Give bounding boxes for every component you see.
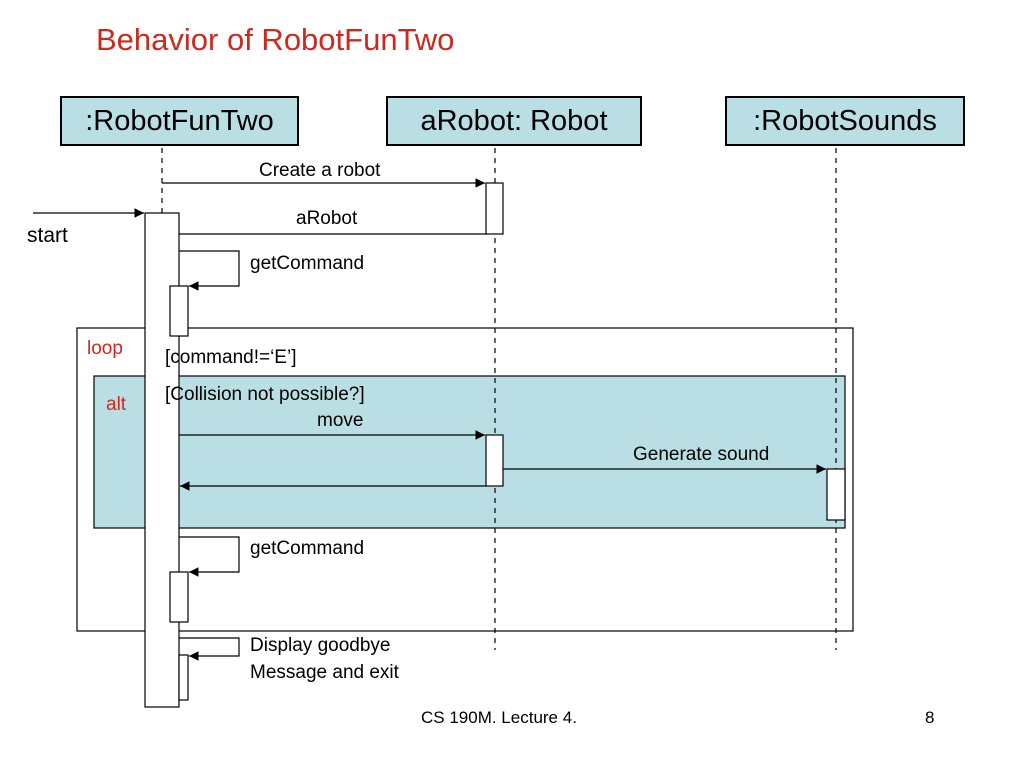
activation-goodbye [178, 654, 189, 701]
lifeline-box-arobot: aRobot: Robot [386, 96, 642, 146]
self-message-getcommand-2 [179, 536, 240, 577]
start-label: start [27, 224, 68, 247]
message-label-move: move [317, 410, 364, 431]
activation-arobot-create [485, 182, 504, 235]
self-message-goodbye [179, 637, 240, 661]
alt-frame [93, 375, 846, 529]
footer-course: CS 190M. Lecture 4. [421, 708, 577, 727]
alt-guard: [Collision not possible?] [165, 384, 365, 405]
activation-arobot-move [485, 434, 504, 487]
loop-frame-tag: loop [87, 338, 123, 359]
loop-guard: [command!=‘E’] [165, 347, 297, 368]
self-message-getcommand-1 [179, 250, 240, 291]
footer-page-number: 8 [925, 708, 935, 727]
message-label-generate-sound: Generate sound [633, 444, 770, 465]
activation-getcommand-1 [169, 285, 189, 337]
message-label-getcommand-2: getCommand [250, 538, 365, 559]
alt-frame-tag: alt [106, 394, 127, 415]
message-label-create: Create a robot [259, 160, 381, 181]
activation-robotsounds [826, 468, 846, 521]
message-label-goodbye-line1: Display goodbye [250, 635, 391, 656]
slide-title: Behavior of RobotFunTwo [96, 22, 455, 57]
message-label-goodbye-line2: Message and exit [250, 662, 399, 683]
message-label-getcommand-1: getCommand [250, 253, 365, 274]
lifeline-box-robotsounds: :RobotSounds [725, 96, 965, 146]
message-label-return-robot: aRobot [296, 208, 358, 229]
lifeline-box-robotfuntwo: :RobotFunTwo [60, 96, 299, 146]
activation-getcommand-2 [169, 571, 189, 623]
